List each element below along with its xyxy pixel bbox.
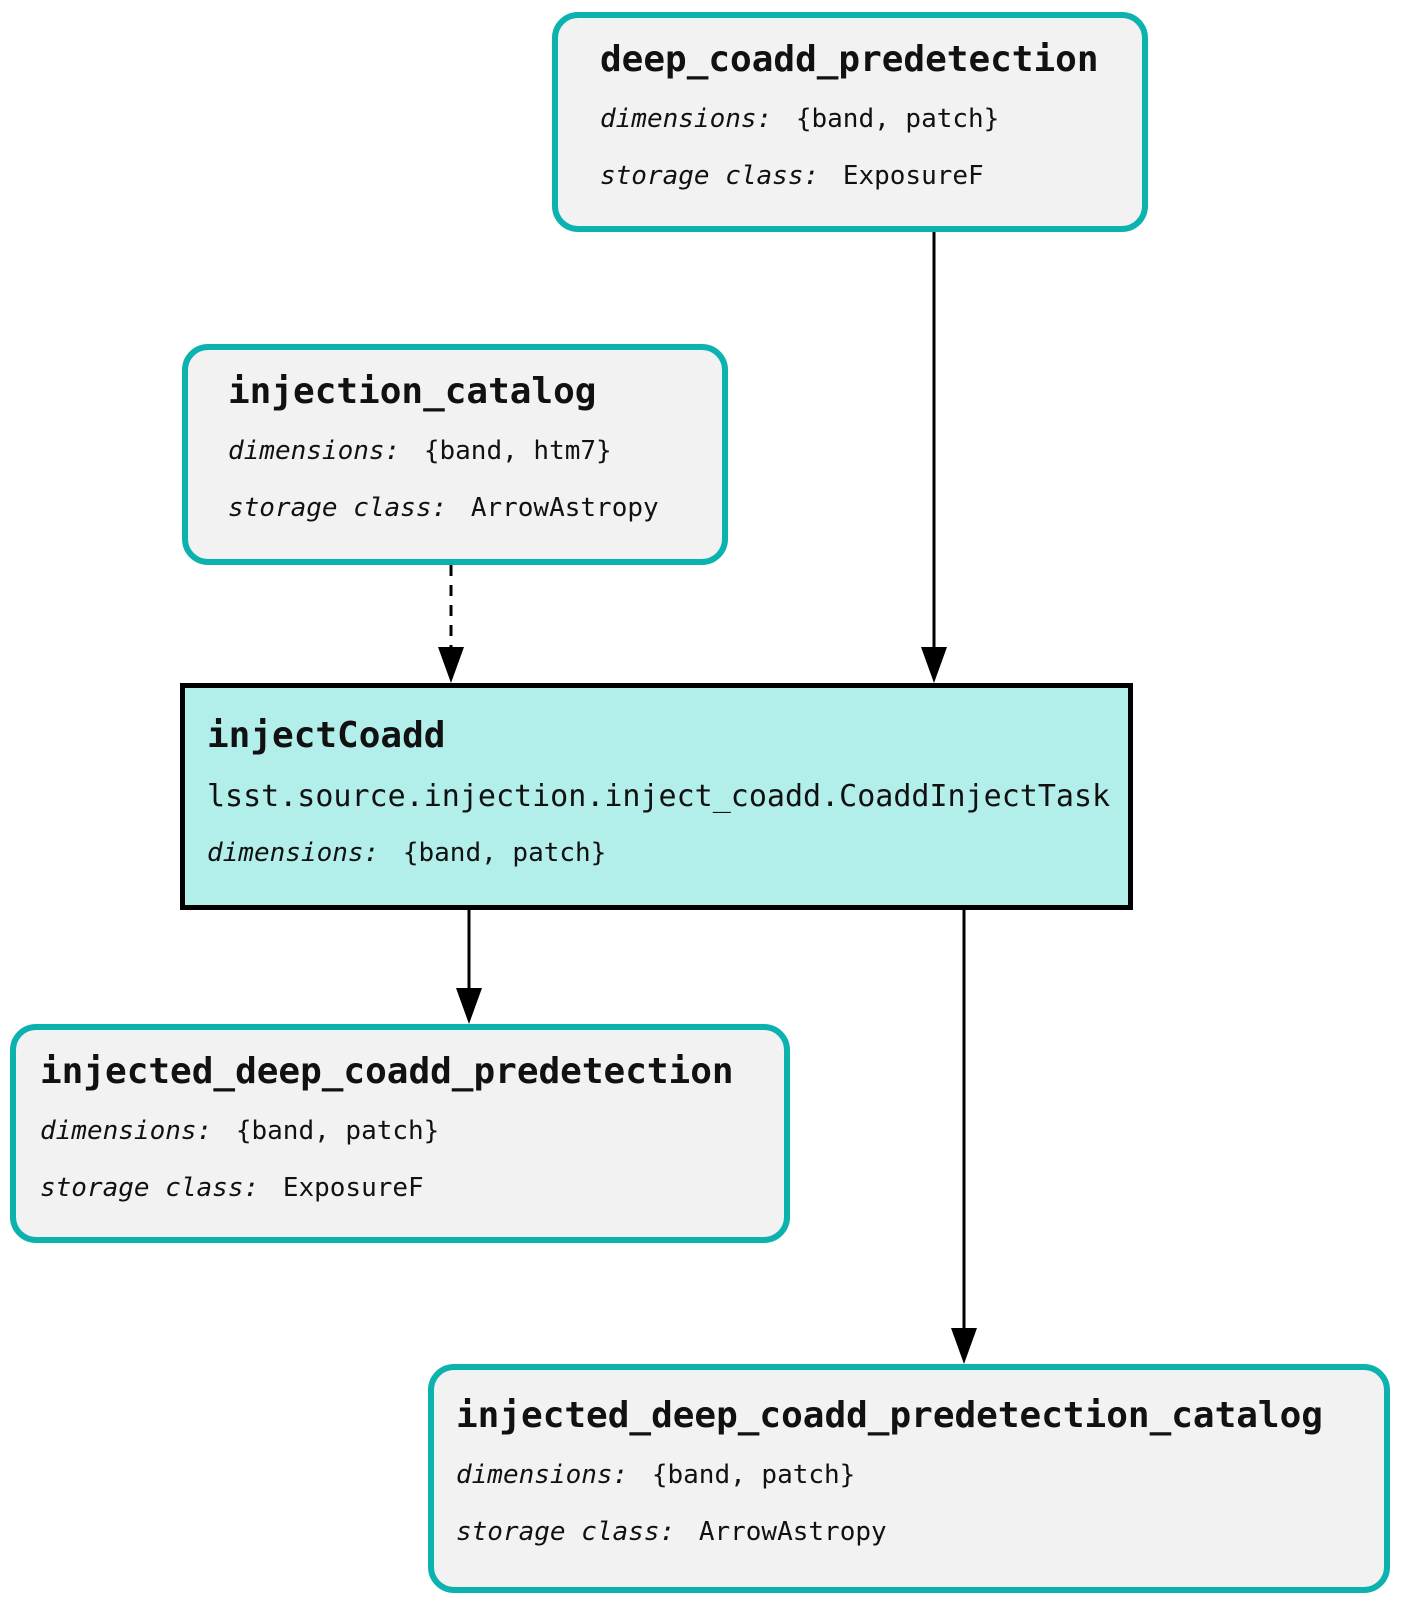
node-title: deep_coadd_predetection (600, 39, 1099, 80)
node-title: injectCoadd (207, 715, 446, 756)
edge-deep-coadd-predetection-to-injectcoadd (921, 232, 947, 683)
node-title: injected_deep_coadd_predetection_catalog (456, 1395, 1323, 1436)
node-title: injection_catalog (228, 371, 597, 412)
storage-class-value: ExposureF (842, 160, 984, 191)
dimensions-value: {band, htm7} (423, 436, 612, 467)
dimensions-row: dimensions: {band, patch} (207, 837, 1106, 870)
dimensions-label: dimensions: (600, 104, 773, 135)
dimensions-row: dimensions: {band, htm7} (228, 435, 696, 468)
storage-class-row: storage class: ArrowAstropy (456, 1516, 1362, 1549)
node-injected-deep-coadd-predetection-catalog: injected_deep_coadd_predetection_catalog… (428, 1364, 1390, 1593)
storage-class-row: storage class: ArrowAstropy (228, 492, 696, 525)
storage-class-row: storage class: ExposureF (600, 160, 1112, 193)
node-deep-coadd-predetection: deep_coadd_predetection dimensions: {ban… (552, 12, 1148, 232)
dimensions-value: {band, patch} (402, 838, 607, 869)
dimensions-row: dimensions: {band, patch} (600, 103, 1112, 136)
edge-injectcoadd-to-injected-deep-coadd-predetection-catalog (951, 910, 977, 1364)
dimensions-value: {band, patch} (795, 104, 1000, 135)
dimensions-row: dimensions: {band, patch} (40, 1115, 762, 1148)
node-injection-catalog: injection_catalog dimensions: {band, htm… (182, 344, 728, 565)
storage-class-label: storage class: (456, 1516, 676, 1547)
task-class-value: lsst.source.injection.inject_coadd.Coadd… (207, 779, 1111, 815)
storage-class-value: ArrowAstropy (470, 492, 659, 523)
storage-class-value: ArrowAstropy (698, 1516, 887, 1547)
dimensions-label: dimensions: (228, 436, 401, 467)
storage-class-value: ExposureF (282, 1172, 424, 1203)
storage-class-row: storage class: ExposureF (40, 1172, 762, 1205)
dimensions-label: dimensions: (40, 1116, 213, 1147)
dimensions-label: dimensions: (456, 1460, 629, 1491)
storage-class-label: storage class: (600, 160, 820, 191)
dimensions-label: dimensions: (207, 838, 380, 869)
dimensions-row: dimensions: {band, patch} (456, 1459, 1362, 1492)
node-injectcoadd-task: injectCoadd lsst.source.injection.inject… (180, 683, 1133, 910)
node-title: injected_deep_coadd_predetection (40, 1051, 734, 1092)
dimensions-value: {band, patch} (235, 1116, 440, 1147)
node-injected-deep-coadd-predetection: injected_deep_coadd_predetection dimensi… (10, 1024, 790, 1243)
edge-injection-catalog-to-injectcoadd (438, 565, 464, 683)
task-class-row: lsst.source.injection.inject_coadd.Coadd… (207, 779, 1110, 815)
dimensions-value: {band, patch} (651, 1460, 856, 1491)
storage-class-label: storage class: (228, 492, 448, 523)
edge-injectcoadd-to-injected-deep-coadd-predetection (456, 910, 482, 1024)
storage-class-label: storage class: (40, 1172, 260, 1203)
